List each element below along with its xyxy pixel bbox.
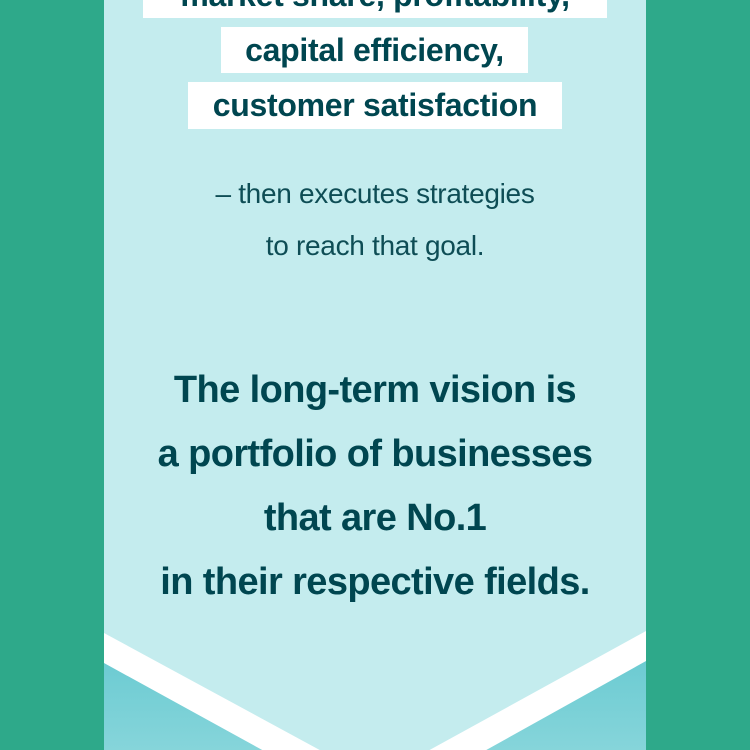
content-panel: market share, profitability, capital eff… [104, 0, 646, 750]
vision-line: a portfolio of businesses [157, 433, 593, 475]
highlight-customer-satisfaction: customer satisfaction [188, 82, 562, 129]
vision-line: that are No.1 [263, 497, 487, 539]
description-line: to reach that goal. [265, 230, 485, 261]
vision-line: in their respective fields. [160, 561, 590, 603]
description-line: – then executes strategies [215, 178, 535, 209]
chevron-down-decoration [104, 631, 646, 750]
highlight-text: capital efficiency, [245, 31, 504, 68]
vision-line: The long-term vision is [173, 369, 577, 411]
highlight-market-share: market share, profitability, [143, 0, 607, 18]
vision-statement: The long-term vision is a portfolio of b… [104, 358, 646, 614]
highlight-capital-efficiency: capital efficiency, [221, 27, 528, 73]
highlight-text: market share, profitability, [180, 0, 570, 14]
description-text: – then executes strategies to reach that… [104, 168, 646, 272]
highlight-text: customer satisfaction [212, 87, 538, 123]
